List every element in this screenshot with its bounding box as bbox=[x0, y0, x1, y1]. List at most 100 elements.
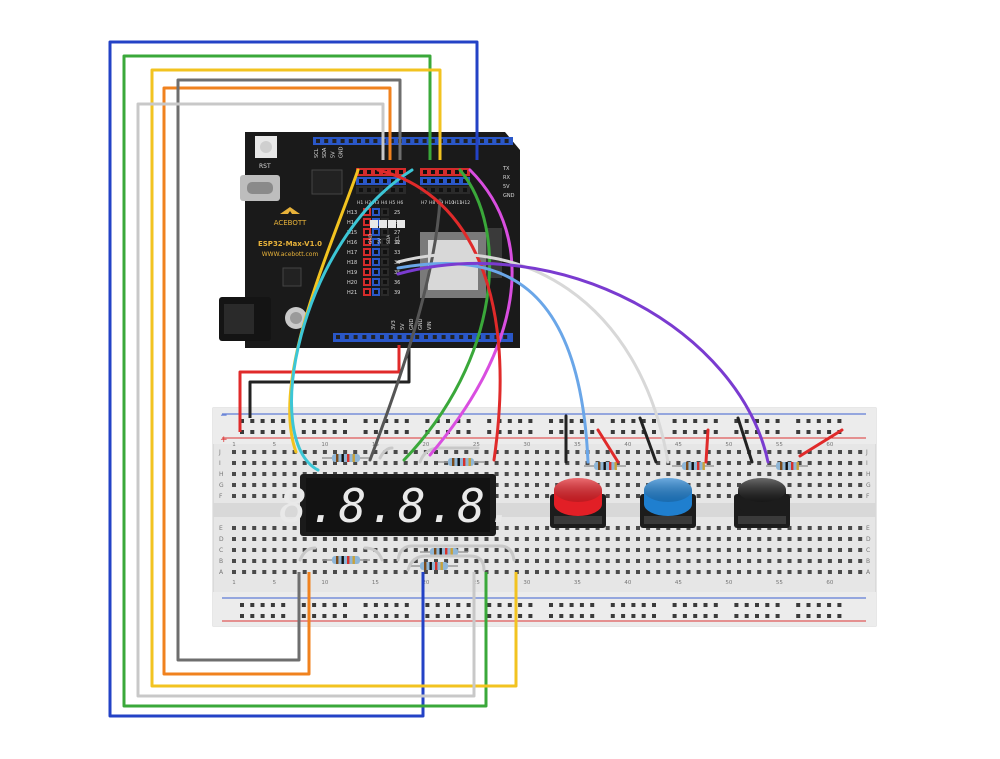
push-button-blue bbox=[640, 478, 696, 528]
header-pin bbox=[383, 280, 387, 284]
terminal-hole bbox=[353, 450, 358, 454]
rail-hole bbox=[796, 430, 801, 434]
terminal-hole bbox=[595, 537, 600, 541]
terminal-hole bbox=[817, 559, 822, 563]
rail-hole bbox=[703, 430, 708, 434]
ext-header-label: H12 bbox=[461, 200, 470, 206]
rail-hole bbox=[250, 614, 255, 618]
rail-hole bbox=[559, 419, 564, 423]
rail-hole bbox=[343, 430, 347, 434]
column-number: 25 bbox=[473, 580, 480, 586]
terminal-hole bbox=[514, 461, 519, 465]
terminal-hole bbox=[777, 559, 782, 563]
terminal-hole bbox=[545, 494, 550, 498]
terminal-hole bbox=[302, 548, 307, 552]
i2c-pin bbox=[379, 220, 387, 228]
terminal-hole bbox=[393, 537, 398, 541]
terminal-hole bbox=[545, 570, 550, 574]
terminal-hole bbox=[242, 450, 247, 454]
rail-hole bbox=[270, 419, 275, 423]
resistor-band bbox=[614, 462, 617, 470]
resistor-body bbox=[448, 458, 474, 466]
ext-header-label: H11 bbox=[453, 200, 462, 206]
header-pin bbox=[374, 250, 378, 254]
terminal-hole bbox=[252, 483, 257, 487]
row-letter: B bbox=[866, 558, 870, 565]
terminal-hole bbox=[343, 450, 348, 454]
terminal-hole bbox=[858, 559, 863, 563]
terminal-hole bbox=[807, 472, 812, 476]
rail-hole bbox=[796, 614, 801, 618]
terminal-hole bbox=[242, 526, 247, 530]
terminal-hole bbox=[656, 559, 661, 563]
header-pin bbox=[455, 139, 460, 143]
terminal-hole bbox=[353, 548, 358, 552]
terminal-hole bbox=[716, 526, 721, 530]
side-label: 39 bbox=[394, 290, 400, 296]
resistor-band bbox=[702, 462, 705, 470]
terminal-hole bbox=[565, 537, 570, 541]
terminal-hole bbox=[242, 483, 247, 487]
side-label: 36 bbox=[394, 280, 400, 286]
top-header-label: SDA bbox=[322, 147, 328, 158]
row-letter: C bbox=[219, 547, 223, 554]
bottom-header-label: GND bbox=[409, 318, 415, 330]
terminal-hole bbox=[716, 450, 721, 454]
terminal-hole bbox=[716, 483, 721, 487]
terminal-hole bbox=[706, 559, 711, 563]
rail-hole bbox=[404, 430, 409, 434]
terminal-hole bbox=[524, 461, 529, 465]
terminal-hole bbox=[403, 537, 408, 541]
terminal-hole bbox=[413, 450, 418, 454]
column-number: 45 bbox=[675, 580, 682, 586]
rail-hole bbox=[621, 614, 626, 618]
wire-magenta-signal bbox=[428, 168, 514, 457]
header-pin bbox=[414, 139, 419, 143]
rail-hole bbox=[363, 603, 368, 607]
btn1-red-wire bbox=[596, 428, 620, 464]
terminal-hole bbox=[555, 570, 560, 574]
terminal-hole bbox=[757, 570, 762, 574]
terminal-hole bbox=[474, 559, 479, 563]
terminal-hole bbox=[464, 570, 469, 574]
row-letter: E bbox=[219, 525, 223, 532]
rail-hole bbox=[394, 419, 399, 423]
resistor bbox=[766, 462, 808, 470]
rail-hole bbox=[250, 603, 255, 607]
terminal-hole bbox=[565, 559, 570, 563]
terminal-hole bbox=[605, 494, 610, 498]
column-number: 40 bbox=[624, 442, 631, 448]
header-pin bbox=[374, 210, 378, 214]
terminal-hole bbox=[807, 494, 812, 498]
wire-purple-signal bbox=[396, 262, 770, 464]
terminal-hole bbox=[454, 570, 459, 574]
rail-hole bbox=[652, 614, 656, 618]
rail-hole bbox=[528, 603, 533, 607]
rail-hole bbox=[322, 430, 327, 434]
terminal-hole bbox=[535, 526, 539, 530]
terminal-hole bbox=[373, 559, 378, 563]
terminal-hole bbox=[787, 537, 792, 541]
header-pin bbox=[441, 335, 446, 339]
terminal-hole bbox=[333, 461, 337, 465]
terminal-hole bbox=[242, 461, 247, 465]
header-pin bbox=[316, 139, 320, 143]
terminal-hole bbox=[343, 461, 348, 465]
terminal-hole bbox=[625, 526, 630, 530]
column-number: 55 bbox=[776, 580, 783, 586]
terminal-hole bbox=[726, 483, 731, 487]
column-number: 25 bbox=[473, 442, 480, 448]
terminal-hole bbox=[726, 570, 731, 574]
terminal-hole bbox=[262, 537, 267, 541]
header-pin bbox=[336, 335, 340, 339]
smd-chip-small bbox=[282, 267, 302, 287]
terminal-hole bbox=[676, 461, 681, 465]
terminal-hole bbox=[494, 494, 499, 498]
terminal-hole bbox=[827, 450, 832, 454]
side-label: H20 bbox=[347, 280, 357, 286]
terminal-hole bbox=[767, 450, 772, 454]
terminal-hole bbox=[696, 494, 701, 498]
resistor-band bbox=[424, 562, 427, 570]
terminal-hole bbox=[565, 472, 570, 476]
header-pin bbox=[383, 290, 387, 294]
